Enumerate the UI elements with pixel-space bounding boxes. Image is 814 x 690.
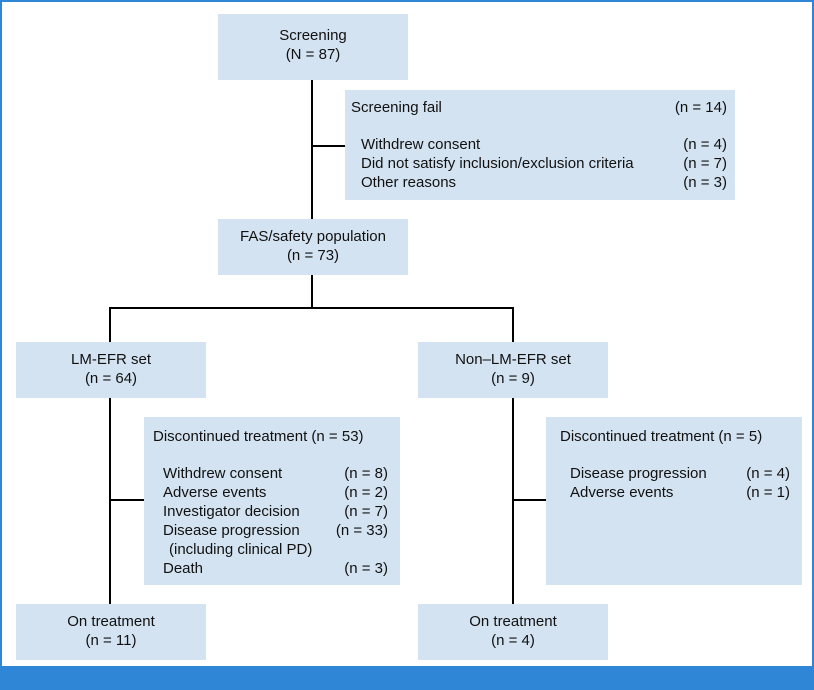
reason-count: (n = 7) <box>344 503 388 520</box>
connector-split-horizontal <box>109 307 514 309</box>
connector-non-lm-efr-down <box>512 398 514 604</box>
connector-screening-fas <box>311 80 313 220</box>
reason-count: (n = 4) <box>683 136 727 153</box>
connector-lm-discontinued <box>111 499 144 501</box>
reason-label: Disease progression <box>163 522 300 539</box>
reason-label: Withdrew consent <box>163 465 283 482</box>
connector-to-non-lm-efr <box>512 307 514 342</box>
reason-label: Adverse events <box>570 484 674 501</box>
reason-label: Adverse events <box>163 484 267 501</box>
screening-title: Screening <box>279 27 347 44</box>
reason-label: Other reasons <box>361 174 457 191</box>
non-lm-efr-count: (n = 9) <box>491 370 535 387</box>
screening-fail-count: (n = 14) <box>674 99 727 116</box>
non-on-treatment-count: (n = 4) <box>491 632 535 649</box>
lm-on-treatment-title: On treatment <box>67 613 155 630</box>
fas-title: FAS/safety population <box>240 228 386 245</box>
connector-fas-down <box>311 275 313 307</box>
lm-on-treatment-box: On treatment (n = 11) <box>16 604 206 660</box>
screening-count: (N = 87) <box>285 46 341 63</box>
connector-non-discontinued <box>514 499 546 501</box>
reason-count: (n = 4) <box>746 465 790 482</box>
lm-discontinued-title: Discontinued treatment (n = 53) <box>153 428 364 445</box>
lm-efr-title: LM-EFR set <box>70 351 151 368</box>
reason-count: (n = 3) <box>344 560 388 577</box>
lm-efr-box: LM-EFR set (n = 64) <box>16 342 206 398</box>
reason-label: Death <box>163 560 204 577</box>
non-on-treatment-box: On treatment (n = 4) <box>418 604 608 660</box>
reason-count: (n = 33) <box>335 522 388 539</box>
reason-count: (n = 3) <box>683 174 727 191</box>
reason-count: (n = 7) <box>683 155 727 172</box>
reason-count: (n = 8) <box>344 465 388 482</box>
reason-row: Withdrew consent (n = 4) <box>351 135 727 154</box>
reason-row: Disease progression (n = 4) <box>560 464 790 483</box>
screening-fail-box: Screening fail (n = 14) Withdrew consent… <box>345 90 735 200</box>
non-lm-efr-box: Non–LM-EFR set (n = 9) <box>418 342 608 398</box>
reason-count: (n = 1) <box>746 484 790 501</box>
lm-on-treatment-count: (n = 11) <box>85 632 137 649</box>
non-discontinued-box: Discontinued treatment (n = 5) Disease p… <box>546 417 802 585</box>
reason-label: (including clinical PD) <box>169 541 313 558</box>
screening-fail-header: Screening fail (n = 14) <box>351 98 727 117</box>
reason-row: Adverse events (n = 2) <box>153 483 388 502</box>
connector-lm-efr-down <box>109 398 111 604</box>
reason-count: (n = 2) <box>344 484 388 501</box>
lm-efr-count: (n = 64) <box>84 370 138 387</box>
connector-to-lm-efr <box>109 307 111 342</box>
non-lm-efr-title: Non–LM-EFR set <box>455 351 571 368</box>
fas-count: (n = 73) <box>286 247 340 264</box>
reason-row: Investigator decision (n = 7) <box>153 502 388 521</box>
connector-screening-fail <box>313 145 346 147</box>
lm-discontinued-box: Discontinued treatment (n = 53) Withdrew… <box>144 417 400 585</box>
reason-label: Disease progression <box>570 465 707 482</box>
fas-box: FAS/safety population (n = 73) <box>218 219 408 275</box>
non-discontinued-title: Discontinued treatment (n = 5) <box>560 428 763 445</box>
reason-row: (including clinical PD) <box>153 540 388 559</box>
reason-label: Did not satisfy inclusion/exclusion crit… <box>361 155 634 172</box>
non-on-treatment-title: On treatment <box>469 613 557 630</box>
reason-row: Adverse events (n = 1) <box>560 483 790 502</box>
reason-row: Other reasons (n = 3) <box>351 173 727 192</box>
reason-label: Withdrew consent <box>361 136 481 153</box>
screening-fail-title: Screening fail <box>351 99 442 116</box>
reason-row: Death (n = 3) <box>153 559 388 578</box>
reason-label: Investigator decision <box>163 503 300 520</box>
reason-row: Withdrew consent (n = 8) <box>153 464 388 483</box>
reason-row: Disease progression (n = 33) <box>153 521 388 540</box>
reason-row: Did not satisfy inclusion/exclusion crit… <box>351 154 727 173</box>
screening-box: Screening (N = 87) <box>218 14 408 80</box>
